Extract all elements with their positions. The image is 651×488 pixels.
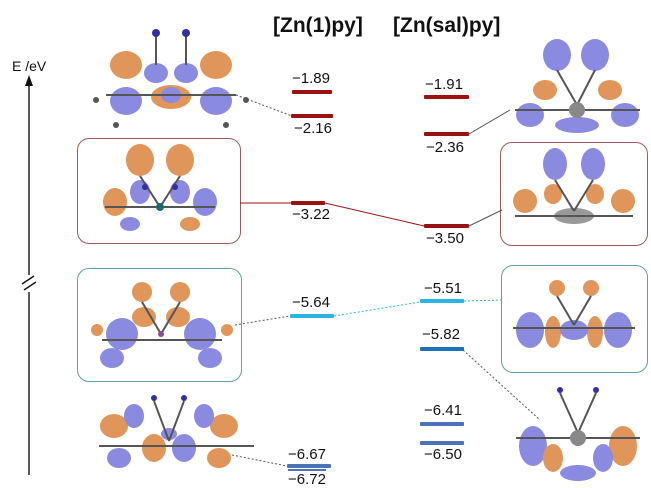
level-right-lumo1 xyxy=(424,95,469,99)
lumo-left-frame xyxy=(77,138,241,244)
level-right-homo xyxy=(420,299,464,303)
level-right-homo1 xyxy=(420,347,464,351)
homo-right-frame xyxy=(501,265,648,373)
homo-left-frame xyxy=(77,268,242,382)
level-left-homo xyxy=(290,314,334,318)
energy-right-lumo2: −2.36 xyxy=(426,139,464,156)
orbital-left-homo1 xyxy=(99,395,254,468)
level-left-homo1 xyxy=(287,464,331,468)
energy-right-homo: −5.51 xyxy=(424,280,462,297)
energy-left-homo: −5.64 xyxy=(292,294,330,311)
axis-break-mark xyxy=(21,275,35,285)
orbital-right-lumo xyxy=(513,148,635,224)
energy-left-homo1: −6.67 xyxy=(288,446,326,463)
energy-right-homo2: −6.41 xyxy=(424,402,462,419)
energy-right-lumo: −3.50 xyxy=(426,230,464,247)
orbital-left-lumo xyxy=(103,144,217,231)
orbital-left-lumo1 xyxy=(93,29,249,128)
orbital-left-homo xyxy=(91,282,233,368)
orbital-right-homo1 xyxy=(516,387,640,481)
level-right-homo3 xyxy=(420,441,464,445)
left-column-title: [Zn(1)py] xyxy=(273,14,363,37)
level-right-homo2 xyxy=(420,422,464,426)
orbital-right-lumo1 xyxy=(515,39,640,133)
energy-right-lumo1: −1.91 xyxy=(425,76,463,93)
energy-axis-label: E /eV xyxy=(12,58,47,74)
energy-right-homo3: −6.50 xyxy=(424,446,462,463)
level-left-lumo1 xyxy=(292,90,332,94)
energy-left-homo2: −6.72 xyxy=(288,469,326,488)
energy-left-lumo1: −1.89 xyxy=(292,70,330,87)
energy-right-homo1: −5.82 xyxy=(422,326,460,343)
orbital-right-homo xyxy=(513,280,635,348)
energy-left-lumo2: −2.16 xyxy=(294,120,332,137)
level-left-lumo xyxy=(291,201,325,205)
lumo-right-frame xyxy=(500,142,648,246)
level-left-lumo2 xyxy=(291,114,333,118)
axis-arrowhead xyxy=(25,75,33,86)
level-right-lumo xyxy=(424,224,469,228)
right-column-title: [Zn(sal)py] xyxy=(393,14,501,37)
energy-left-lumo: −3.22 xyxy=(292,206,330,223)
level-right-lumo2 xyxy=(424,132,469,136)
